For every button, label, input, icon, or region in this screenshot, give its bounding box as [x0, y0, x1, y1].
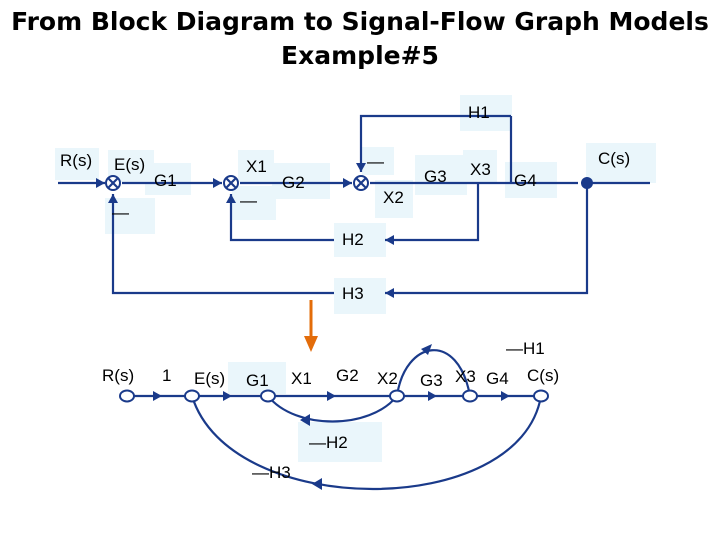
bg-g2	[272, 163, 330, 199]
title-line-2: Example#5	[281, 41, 439, 70]
summing-junctions	[105, 175, 593, 191]
sfg-label-g2: G2	[336, 366, 359, 385]
bg-c	[586, 143, 656, 183]
label-h3: H3	[342, 284, 364, 303]
sfg-node-c	[533, 389, 549, 403]
bg-x3	[463, 150, 497, 184]
block-diagram-wires	[58, 114, 650, 298]
sfg-label-r: R(s)	[102, 366, 134, 385]
block-label-backgrounds	[55, 95, 656, 314]
sfg-loop-neg-h3	[190, 395, 543, 491]
sfg-node-x3	[462, 389, 478, 403]
title-line-1: From Block Diagram to Signal-Flow Graph …	[11, 7, 709, 36]
label-minus-3: —	[367, 152, 384, 171]
sfg-label-g1: G1	[246, 371, 269, 390]
bg-sfg-neg-h2	[298, 422, 382, 462]
bg-sfg-g1	[228, 362, 286, 394]
arrow-h2-into-sum2	[226, 194, 236, 203]
summing-junction-2	[223, 175, 239, 191]
bg-g3	[415, 155, 467, 195]
label-x2: X2	[383, 188, 404, 207]
bg-g1	[145, 163, 191, 195]
label-minus-1: —	[112, 203, 129, 222]
wire-h3-tap	[385, 183, 589, 295]
arrow-into-sum2	[213, 178, 222, 188]
bg-x2	[375, 180, 413, 218]
sfg-label-c: C(s)	[527, 366, 559, 385]
sfg-arrow-x3-c	[501, 391, 510, 401]
sfg-label-g3: G3	[420, 371, 443, 390]
bg-minus-2	[232, 186, 276, 220]
sfg-label-neg-h3: —H3	[252, 463, 291, 482]
label-minus-2: —	[240, 191, 257, 210]
sfg-label-x3: X3	[455, 367, 476, 386]
label-h1: H1	[468, 103, 490, 122]
sfg-loop-neg-h2	[267, 395, 398, 423]
arrow-into-sum1	[96, 178, 105, 188]
sfg-node-e	[184, 389, 200, 403]
summing-junction-3	[353, 175, 369, 191]
arrow-into-h3	[385, 288, 394, 298]
label-g3: G3	[424, 167, 447, 186]
conversion-arrow	[304, 300, 318, 352]
sfg-label-backgrounds	[228, 362, 382, 462]
bg-minus-3	[362, 147, 394, 175]
wire-h2-tap	[385, 183, 480, 242]
arrow-h3-into-sum1	[108, 194, 118, 203]
arrow-into-sum3	[343, 178, 352, 188]
output-takeoff-dot	[581, 177, 593, 189]
label-h2: H2	[342, 230, 364, 249]
sfg-labels: R(s) 1 E(s) G1 X1 G2 X2 G3 X3 G4 C(s) —H…	[102, 339, 559, 482]
sfg-label-x2: X2	[377, 369, 398, 388]
bg-h3	[334, 278, 386, 314]
sfg-arrow-neg-h1	[421, 344, 432, 355]
bg-r	[55, 148, 99, 180]
sfg-arrow-neg-h2	[300, 414, 310, 426]
sfg-label-one: 1	[162, 366, 171, 385]
sfg-arrow-neg-h3	[312, 478, 322, 490]
label-x1: X1	[246, 157, 267, 176]
sfg-label-e: E(s)	[194, 369, 225, 388]
block-diagram-labels: R(s) E(s) G1 — X1 — G2 — X2 G3 X3 G4 C(s…	[60, 103, 630, 303]
bg-x1	[238, 150, 274, 182]
arrow-into-h2	[385, 235, 394, 245]
sfg-label-neg-h2: —H2	[309, 433, 348, 452]
sfg-node-x1	[260, 389, 276, 403]
sfg-label-neg-h1: —H1	[506, 339, 545, 358]
summing-junction-1	[105, 175, 121, 191]
label-g4: G4	[514, 171, 537, 190]
sfg-node-r	[119, 389, 135, 403]
label-g2: G2	[282, 173, 305, 192]
wire-h2-return	[229, 194, 334, 242]
bg-h2	[334, 223, 386, 257]
bg-h1	[460, 95, 512, 131]
wire-h1-return	[359, 114, 511, 172]
wire-h3-return	[111, 194, 334, 295]
sfg-arrow-x1-x2	[327, 391, 336, 401]
sfg-arrow-r-e	[153, 391, 162, 401]
sfg-label-g4: G4	[486, 369, 509, 388]
label-x3: X3	[470, 160, 491, 179]
sfg-node-x2	[389, 389, 405, 403]
arrow-h1-into-sum3	[356, 163, 366, 172]
label-e: E(s)	[114, 155, 145, 174]
sfg-branches	[127, 344, 543, 491]
label-r: R(s)	[60, 151, 92, 170]
label-c: C(s)	[598, 149, 630, 168]
sfg-arrow-e-x1	[223, 391, 232, 401]
sfg-loop-neg-h1	[395, 349, 472, 397]
sfg-arrow-x2-x3	[428, 391, 437, 401]
bg-g4	[505, 162, 557, 198]
label-g1: G1	[154, 171, 177, 190]
sfg-label-x1: X1	[291, 369, 312, 388]
sfg-nodes	[119, 389, 549, 403]
